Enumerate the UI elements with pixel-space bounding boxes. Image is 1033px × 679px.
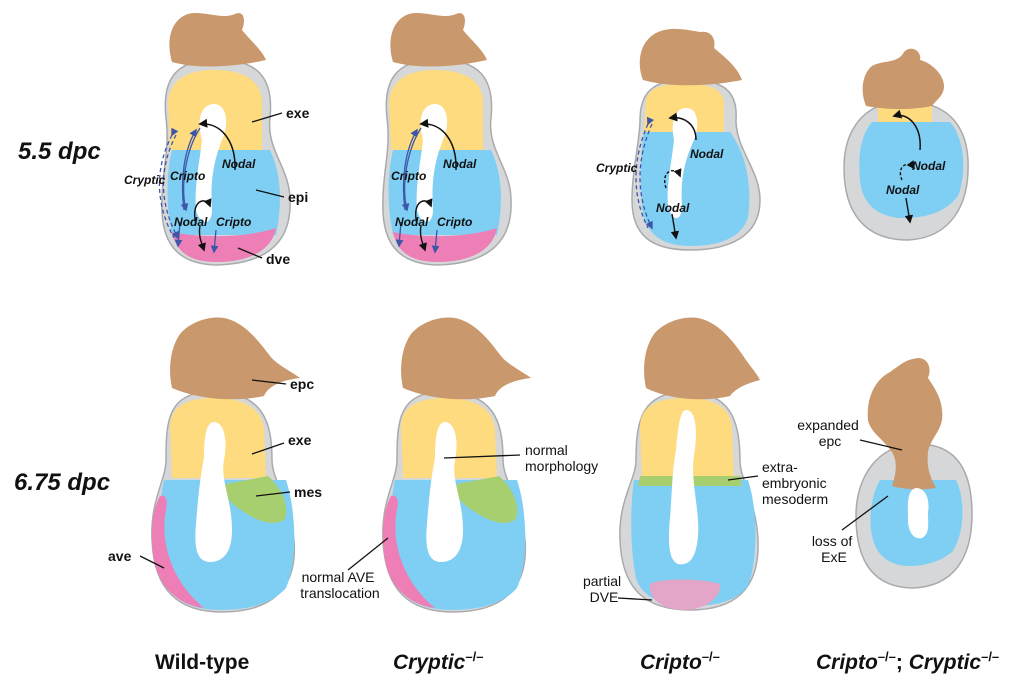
annotation-normal-ave: normal AVE translocation — [300, 569, 379, 601]
embryo-cryptic-6-75 — [383, 318, 531, 612]
signal-label-nodal: Nodal — [395, 215, 429, 229]
signal-label-cripto: Cripto — [170, 169, 205, 183]
label-exe: exe — [288, 432, 312, 448]
embryo-double-mutant-6-75 — [856, 358, 972, 588]
signal-label-nodal: Nodal — [886, 183, 920, 197]
signal-label-cripto: Cripto — [391, 169, 426, 183]
label-mes: mes — [294, 484, 322, 500]
genotype-label-cripto: Cripto–/– — [640, 649, 720, 675]
ectoplacental-cone — [169, 13, 266, 66]
annotation-extraembryonic-mesoderm: extra- embryonic mesoderm — [762, 459, 830, 507]
label-epc: epc — [290, 376, 314, 392]
signal-label-nodal: Nodal — [174, 215, 208, 229]
embryo-wildtype-6-75 — [152, 318, 300, 612]
annotation-loss-exe: loss of ExE — [812, 533, 856, 565]
genotype-label-wildtype: Wild-type — [155, 651, 249, 675]
signal-label-nodal: Nodal — [656, 201, 690, 215]
genotype-label-cryptic: Cryptic–/– — [393, 649, 483, 675]
label-dve: dve — [266, 251, 290, 267]
embryo-double-mutant-5-5 — [844, 49, 968, 240]
signal-label-nodal: Nodal — [443, 157, 477, 171]
label-ave: ave — [108, 548, 132, 564]
genotype-label-double-mutant: Cripto–/–; Cryptic–/– — [816, 649, 999, 675]
signal-label-nodal: Nodal — [222, 157, 256, 171]
label-exe: exe — [286, 105, 310, 121]
annotation-expanded-epc: expanded epc — [797, 417, 862, 449]
signal-label-cripto: Cripto — [216, 215, 251, 229]
signal-label-cryptic: Cryptic — [124, 173, 166, 187]
signal-label-cryptic: Cryptic — [596, 161, 638, 175]
annotation-partial-dve: partial DVE — [583, 573, 625, 605]
signal-label-nodal: Nodal — [912, 159, 946, 173]
annotation-normal-morphology: normal morphology — [525, 442, 598, 474]
embryo-cripto-6-75 — [620, 318, 760, 610]
label-epi: epi — [288, 189, 308, 205]
signal-label-nodal: Nodal — [690, 147, 724, 161]
signal-label-cripto: Cripto — [437, 215, 472, 229]
